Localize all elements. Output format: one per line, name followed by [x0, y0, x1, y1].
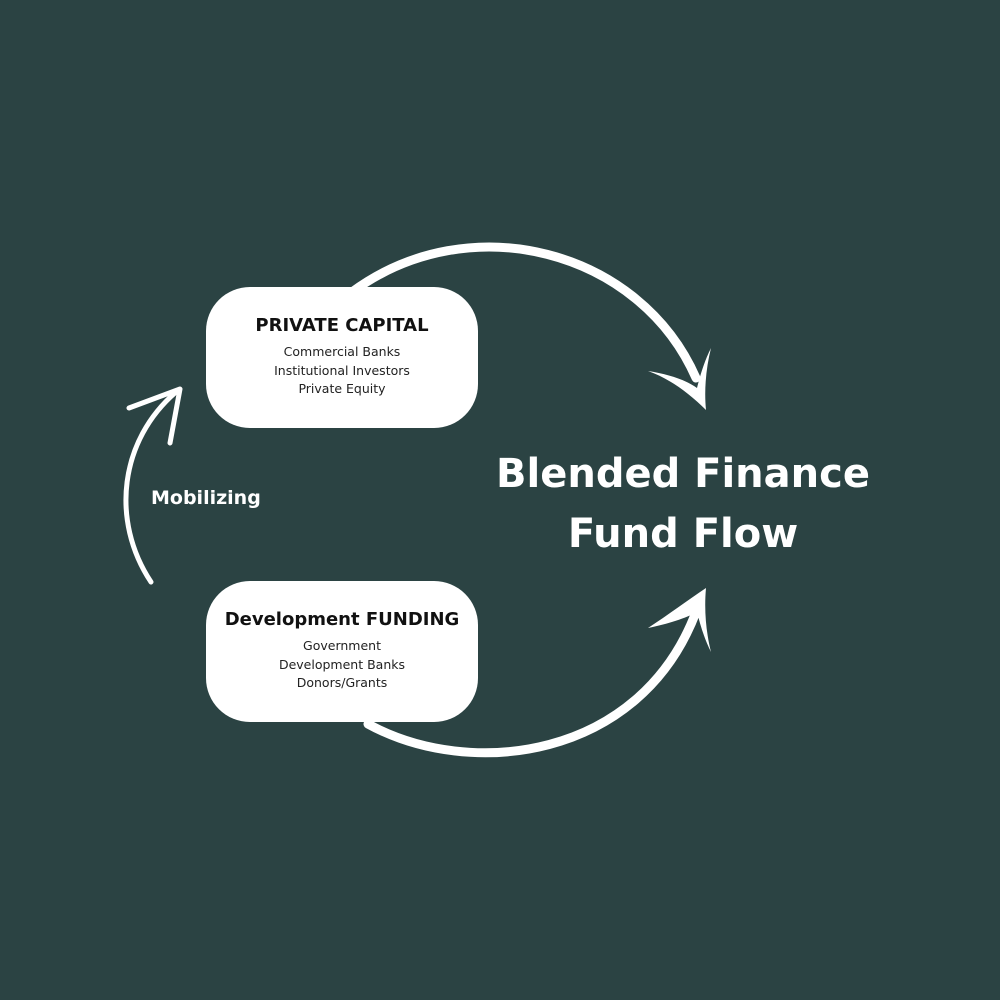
arrow-mobilizing — [123, 389, 179, 585]
list-item: Private Equity — [298, 381, 386, 396]
arrow-private-to-fund — [347, 242, 701, 383]
private-capital-box: PRIVATE CAPITAL Commercial Banks Institu… — [206, 287, 478, 428]
arrow-private-to-fund-head — [648, 348, 711, 410]
development-funding-box: Development FUNDING Government Developme… — [206, 581, 478, 722]
list-item: Government — [303, 638, 381, 653]
private-capital-heading: PRIVATE CAPITAL — [255, 315, 429, 336]
list-item: Donors/Grants — [296, 675, 388, 690]
list-item: Commercial Banks — [283, 344, 401, 359]
development-funding-heading: Development FUNDING — [224, 609, 460, 630]
diagram-title: Blended Finance Fund Flow — [483, 444, 883, 564]
list-item: Development Banks — [278, 656, 406, 672]
list-item: Institutional Investors — [274, 362, 410, 378]
private-capital-items: Commercial Banks Institutional Investors… — [206, 343, 478, 399]
mobilizing-label: Mobilizing — [151, 487, 261, 509]
arrow-mobilizing-head — [126, 386, 183, 446]
arrow-dev-to-fund — [363, 607, 701, 758]
title-line-2: Fund Flow — [567, 511, 799, 557]
arrow-dev-to-fund-head — [648, 588, 711, 652]
title-line-1: Blended Finance — [496, 451, 870, 497]
development-funding-items: Government Development Banks Donors/Gran… — [206, 637, 478, 693]
